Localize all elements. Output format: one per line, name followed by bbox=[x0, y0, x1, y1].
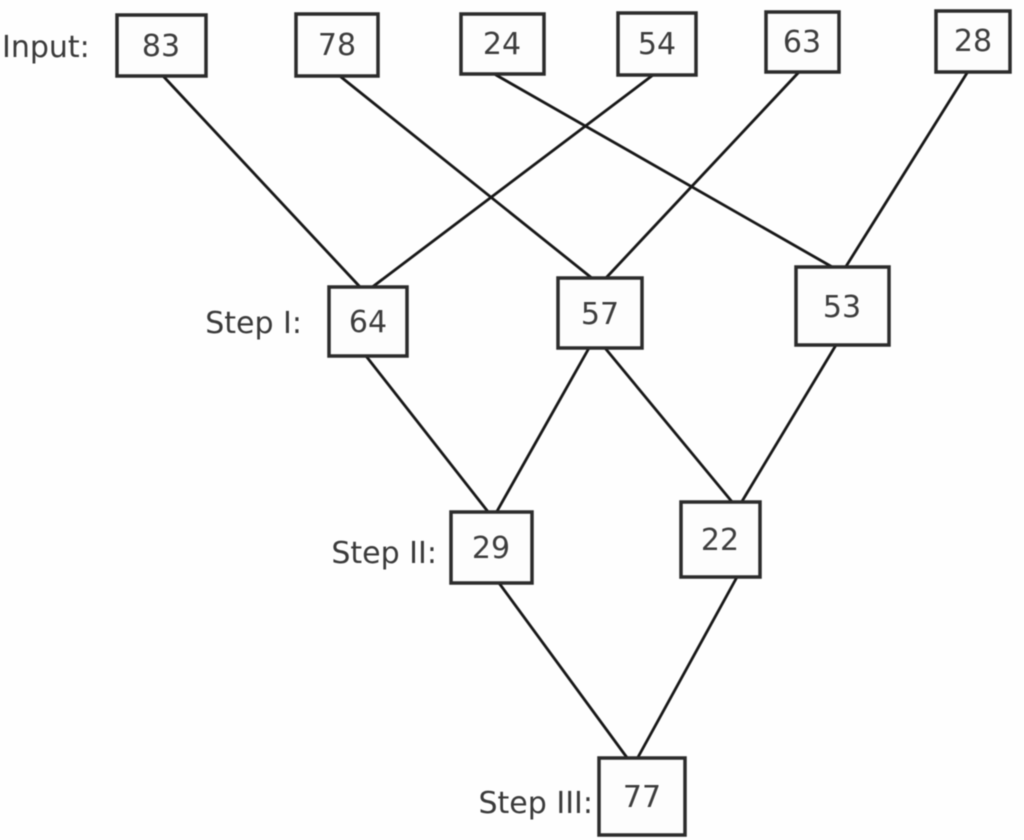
row-label-step1: Step I: bbox=[205, 306, 302, 341]
node-step1-57: 57 bbox=[556, 276, 644, 350]
node-box-83 bbox=[115, 13, 208, 78]
node-step2-29: 29 bbox=[449, 510, 534, 585]
edge-83-64 bbox=[162, 75, 363, 290]
node-box-29 bbox=[449, 510, 534, 585]
edge-28-53 bbox=[843, 71, 969, 270]
edge-54-64 bbox=[369, 73, 655, 290]
node-value-77: 77 bbox=[623, 780, 661, 815]
node-value-63: 63 bbox=[783, 25, 821, 60]
node-value-28: 28 bbox=[954, 24, 992, 59]
edge-78-57 bbox=[339, 75, 595, 281]
node-value-54: 54 bbox=[638, 27, 676, 62]
edge-53-22 bbox=[739, 343, 838, 505]
row-label-step2: Step II: bbox=[331, 536, 437, 571]
node-step1-53: 53 bbox=[794, 265, 891, 347]
node-box-53 bbox=[794, 265, 891, 347]
edge-63-57 bbox=[603, 70, 801, 281]
node-step1-64: 64 bbox=[327, 285, 409, 358]
node-box-22 bbox=[679, 500, 762, 579]
edge-64-29 bbox=[364, 354, 491, 515]
node-input-54: 54 bbox=[616, 11, 698, 77]
node-box-24 bbox=[459, 12, 546, 76]
node-input-83: 83 bbox=[115, 13, 208, 78]
node-input-78: 78 bbox=[294, 12, 380, 78]
node-box-78 bbox=[294, 12, 380, 78]
node-box-64 bbox=[327, 285, 409, 358]
node-value-24: 24 bbox=[483, 27, 521, 62]
row-label-step3: Step III: bbox=[479, 786, 594, 821]
node-step2-22: 22 bbox=[679, 500, 762, 579]
node-box-63 bbox=[764, 10, 841, 74]
node-input-63: 63 bbox=[764, 10, 841, 74]
edge-57-29 bbox=[494, 346, 591, 515]
node-value-78: 78 bbox=[318, 28, 356, 63]
node-box-57 bbox=[556, 276, 644, 350]
edge-group-step2-to-step3 bbox=[497, 575, 739, 761]
node-step3-77: 77 bbox=[597, 756, 687, 837]
edge-57-22 bbox=[603, 346, 735, 505]
node-value-83: 83 bbox=[142, 29, 180, 64]
node-value-64: 64 bbox=[349, 305, 387, 340]
node-box-28 bbox=[934, 9, 1012, 74]
edge-group-input-to-step1 bbox=[162, 70, 969, 290]
edge-29-77 bbox=[497, 581, 630, 761]
node-value-29: 29 bbox=[472, 531, 510, 566]
row-labels: Input: Step I: Step II: Step III: bbox=[2, 30, 593, 821]
node-value-53: 53 bbox=[823, 290, 861, 325]
node-input-24: 24 bbox=[459, 12, 546, 76]
node-input-28: 28 bbox=[934, 9, 1012, 74]
node-value-57: 57 bbox=[581, 297, 619, 332]
node-value-22: 22 bbox=[701, 523, 739, 558]
node-box-77 bbox=[597, 756, 687, 837]
edge-group-step1-to-step2 bbox=[364, 343, 838, 515]
edge-22-77 bbox=[635, 575, 739, 761]
row-label-input: Input: bbox=[2, 30, 90, 65]
node-box-54 bbox=[616, 11, 698, 77]
edge-24-53 bbox=[494, 73, 836, 270]
